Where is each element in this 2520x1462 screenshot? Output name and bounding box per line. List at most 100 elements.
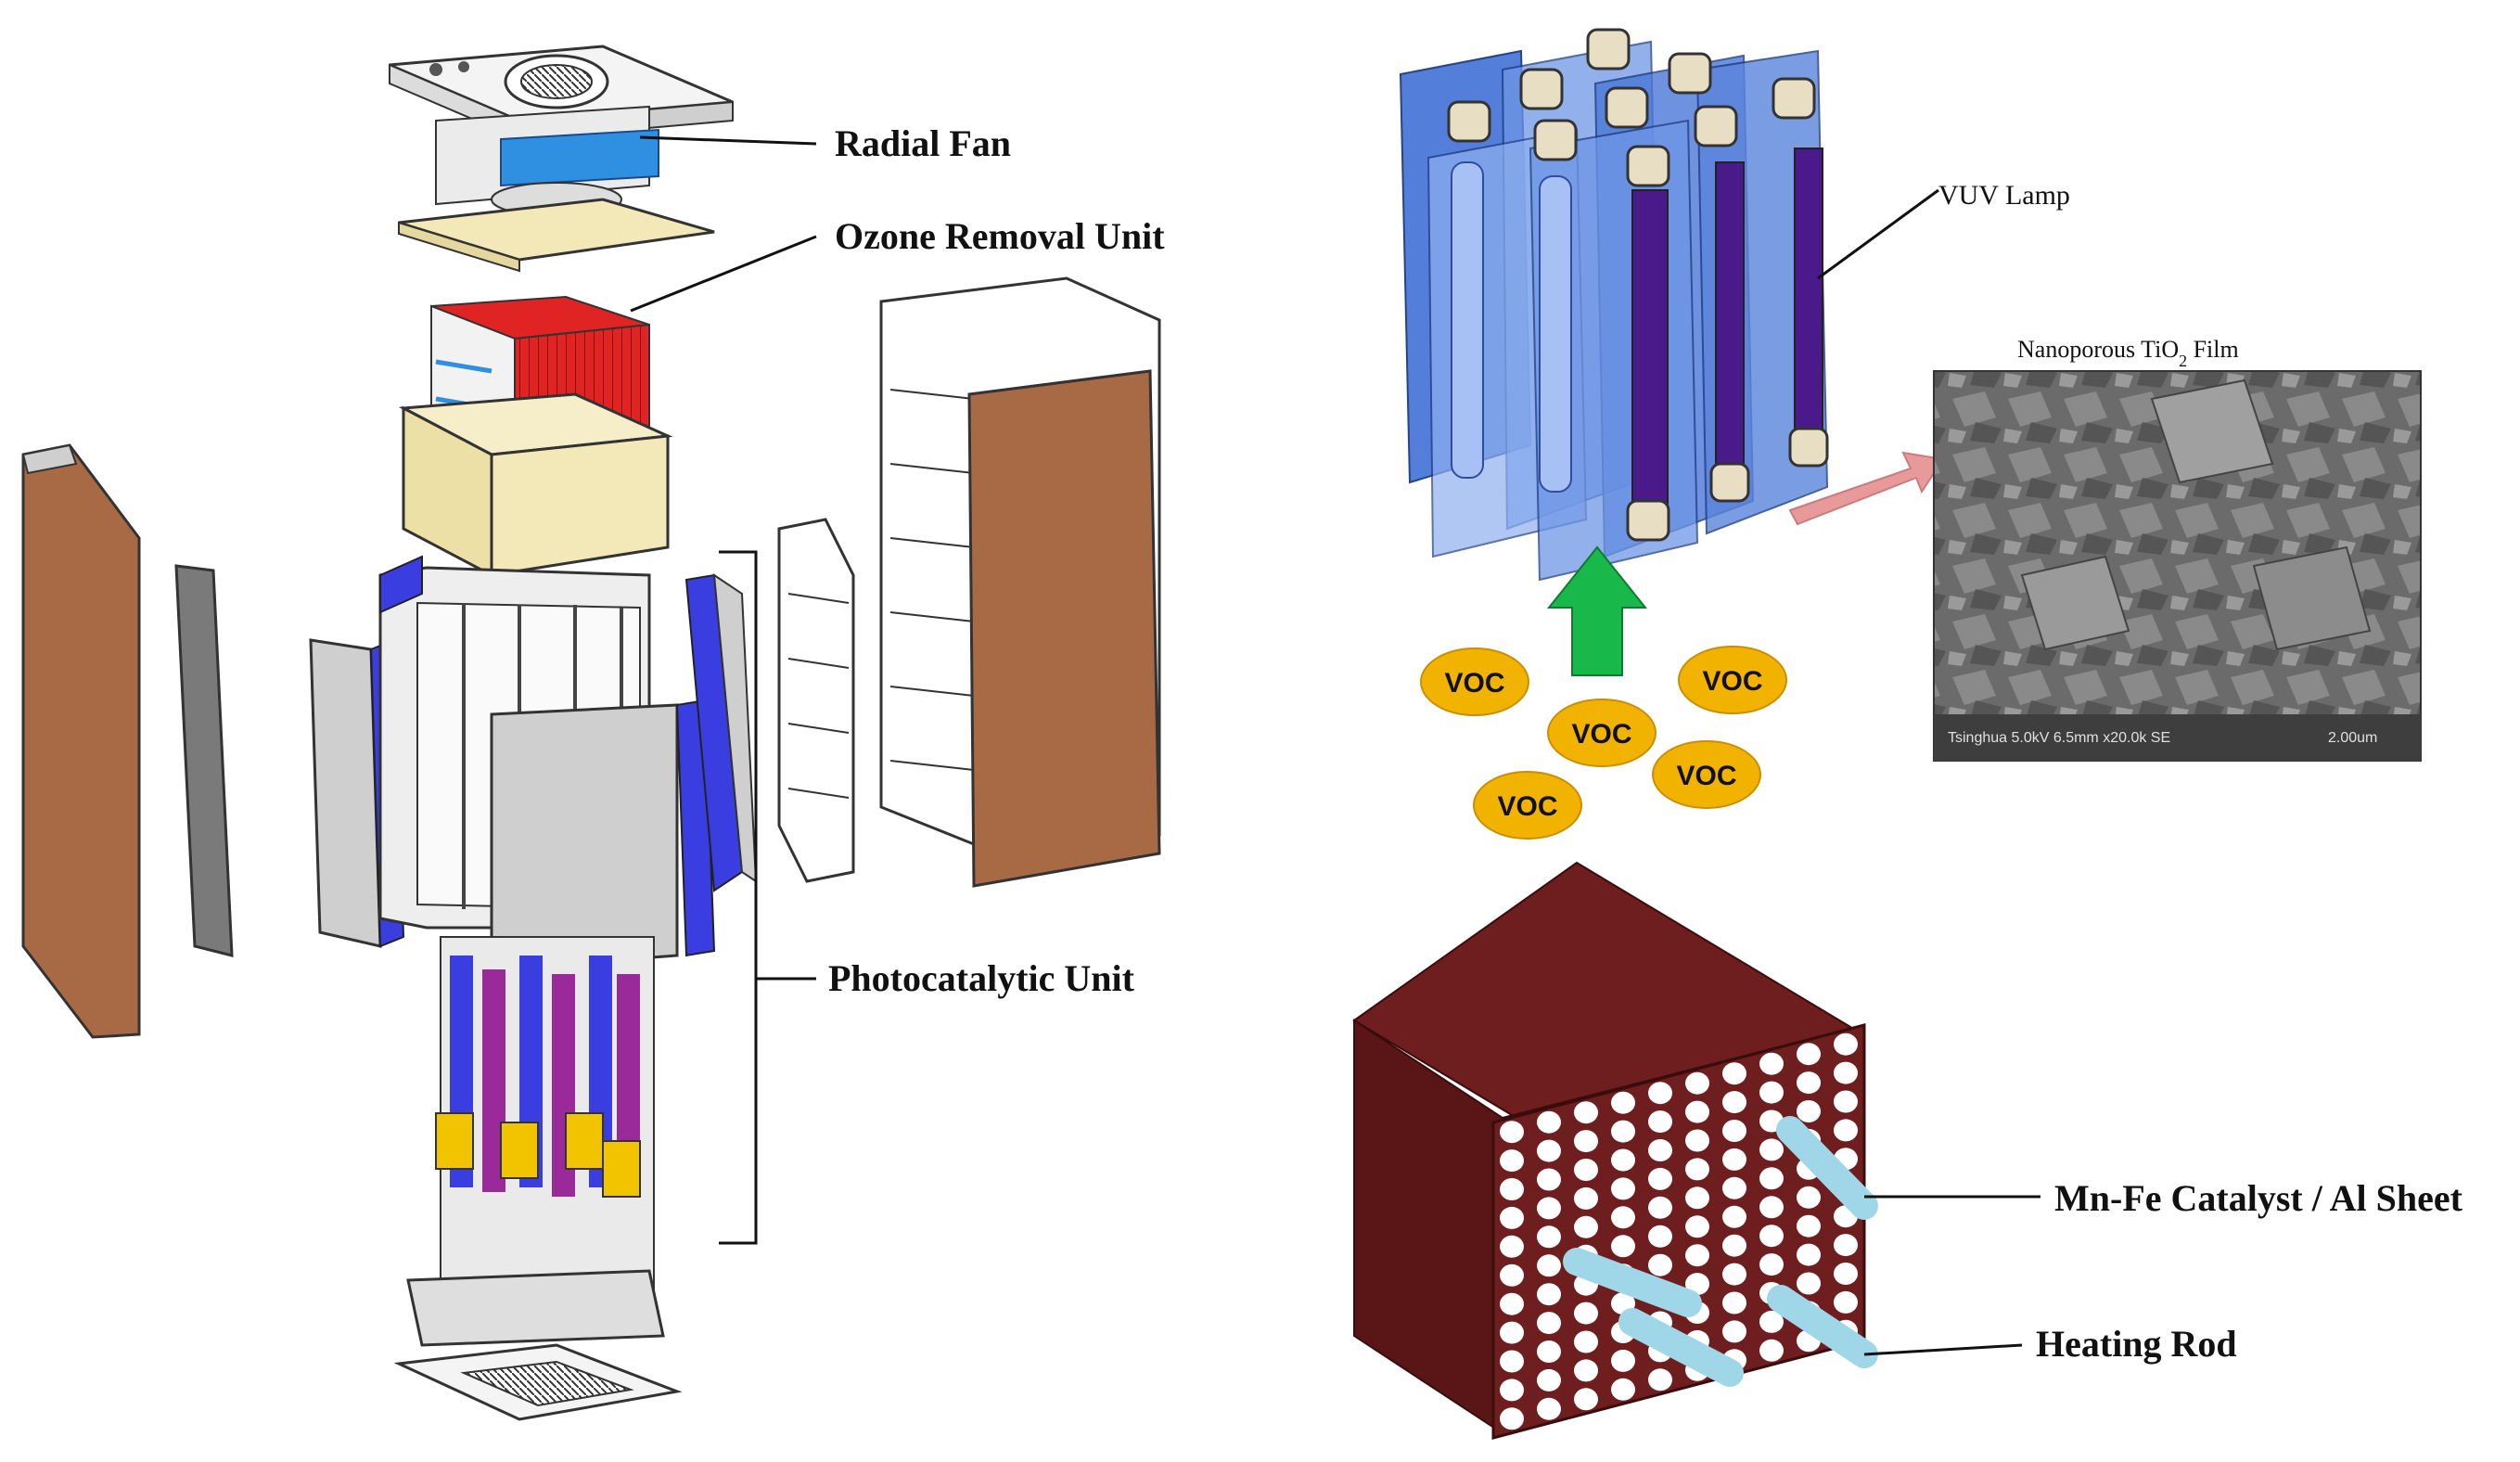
catalyst-hole <box>1648 1196 1672 1219</box>
catalyst-hole <box>1574 1302 1598 1325</box>
catalyst-hole <box>1611 1349 1635 1372</box>
sem-image: Tsinghua 5.0kV 6.5mm x20.0k SE 2.00um <box>1933 370 2422 762</box>
catalyst-hole <box>1722 1148 1746 1171</box>
exploded-device <box>21 45 1161 1421</box>
catalyst-hole <box>1500 1235 1524 1258</box>
catalyst-hole <box>1759 1167 1784 1190</box>
catalyst-hole <box>1685 1100 1709 1123</box>
catalyst-hole <box>1722 1234 1746 1257</box>
voc-bubble: VOC <box>1678 646 1787 714</box>
catalyst-hole <box>1500 1149 1524 1173</box>
cream-filter-plate <box>398 198 715 262</box>
catalyst-hole <box>1574 1330 1598 1353</box>
catalyst-hole <box>1537 1139 1561 1162</box>
lower-lamp-array <box>406 936 665 1347</box>
catalyst-hole <box>1685 1244 1709 1267</box>
catalyst-hole <box>1574 1130 1598 1153</box>
photocatalytic-unit-label: Photocatalytic Unit <box>828 957 1135 999</box>
catalyst-hole <box>1722 1205 1746 1228</box>
catalyst-hole <box>1722 1120 1746 1142</box>
catalyst-hole <box>1537 1397 1561 1420</box>
catalyst-hole <box>1722 1062 1746 1085</box>
catalyst-hole <box>1759 1253 1784 1276</box>
green-arrow <box>1546 545 1648 676</box>
grey-mesh-panel <box>174 564 234 957</box>
heating-rods <box>1563 1116 1878 1387</box>
catalyst-hole <box>1797 1071 1821 1095</box>
heating-rod-label: Heating Rod <box>2036 1323 2237 1365</box>
catalyst-hole <box>1759 1052 1784 1075</box>
voc-label: VOC <box>1676 761 1736 791</box>
left-grey-panel <box>309 638 382 948</box>
mn-fe-catalyst-label: Mn-Fe Catalyst / Al Sheet <box>2054 1177 2463 1219</box>
catalyst-hole <box>1834 1234 1858 1257</box>
catalyst-hole <box>1574 1186 1598 1210</box>
cream-housing-box <box>398 392 673 578</box>
catalyst-hole <box>1574 1388 1598 1411</box>
voc-label: VOC <box>1444 668 1504 699</box>
catalyst-hole <box>1574 1215 1598 1238</box>
catalyst-hole <box>1648 1110 1672 1134</box>
catalyst-hole <box>1611 1378 1635 1401</box>
catalyst-hole <box>1722 1263 1746 1286</box>
tio2-film-label: Nanoporous TiO2 Film <box>2017 336 2239 370</box>
voc-bubble: VOC <box>1547 699 1657 767</box>
catalyst-hole <box>1797 1214 1821 1238</box>
catalyst-hole <box>1797 1100 1821 1122</box>
catalyst-hole <box>1537 1197 1561 1220</box>
catalyst-hole <box>1574 1159 1598 1181</box>
catalyst-hole <box>1797 1186 1821 1209</box>
sem-scale-bar-label: 2.00um <box>2328 730 2377 746</box>
catalyst-hole <box>1537 1110 1561 1134</box>
catalyst-hole <box>1537 1283 1561 1306</box>
catalyst-hole <box>1537 1225 1561 1249</box>
catalyst-hole <box>1834 1263 1858 1285</box>
catalyst-hole <box>1685 1071 1709 1095</box>
catalyst-hole <box>1537 1254 1561 1277</box>
catalyst-hole <box>1500 1178 1524 1200</box>
catalyst-hole <box>1834 1290 1858 1314</box>
radial-fan-assembly <box>389 45 734 217</box>
catalyst-hole <box>1759 1196 1784 1219</box>
catalyst-hole <box>1834 1119 1858 1142</box>
catalyst-hole <box>1759 1225 1784 1248</box>
voc-bubble: VOC <box>1420 648 1529 716</box>
voc-label: VOC <box>1497 791 1557 822</box>
catalyst-hole <box>1537 1368 1561 1391</box>
catalyst-hole <box>1500 1407 1524 1430</box>
vuv-lamp-label: VUV Lamp <box>1938 180 2070 211</box>
pink-arrow <box>1788 451 1945 526</box>
catalyst-hole <box>1648 1167 1672 1190</box>
catalyst-hole <box>1722 1176 1746 1199</box>
catalyst-hole <box>1759 1339 1784 1362</box>
catalyst-hole <box>1834 1061 1858 1084</box>
catalyst-hole <box>1797 1243 1821 1266</box>
catalyst-hole <box>1611 1120 1635 1143</box>
catalyst-hole <box>1500 1121 1524 1144</box>
catalyst-hole <box>1537 1340 1561 1363</box>
catalyst-hole <box>1537 1168 1561 1191</box>
catalyst-hole <box>1500 1321 1524 1344</box>
catalyst-hole <box>1611 1206 1635 1229</box>
catalyst-hole <box>1797 1043 1821 1066</box>
ozone-removal-label: Ozone Removal Unit <box>835 215 1165 257</box>
radial-fan-label: Radial Fan <box>835 122 1011 164</box>
catalyst-hole <box>1500 1350 1524 1373</box>
voc-label: VOC <box>1571 719 1631 750</box>
catalyst-hole <box>1759 1310 1784 1333</box>
catalyst-hole <box>1648 1082 1672 1105</box>
catalyst-hole <box>1834 1032 1858 1056</box>
catalyst-hole <box>1722 1320 1746 1343</box>
catalyst-hole <box>1759 1081 1784 1104</box>
catalyst-hole <box>1574 1101 1598 1124</box>
voc-bubble: VOC <box>1473 771 1582 840</box>
catalyst-hole <box>1611 1235 1635 1258</box>
right-brown-panel <box>967 369 1161 888</box>
catalyst-hole <box>1611 1177 1635 1200</box>
catalyst-hole <box>1685 1273 1709 1296</box>
catalyst-hole <box>1759 1138 1784 1161</box>
vuv-reactor <box>1399 28 1829 582</box>
voc-bubbles: VOC VOC VOC VOC VOC <box>1420 646 1787 840</box>
voc-label: VOC <box>1702 666 1762 697</box>
